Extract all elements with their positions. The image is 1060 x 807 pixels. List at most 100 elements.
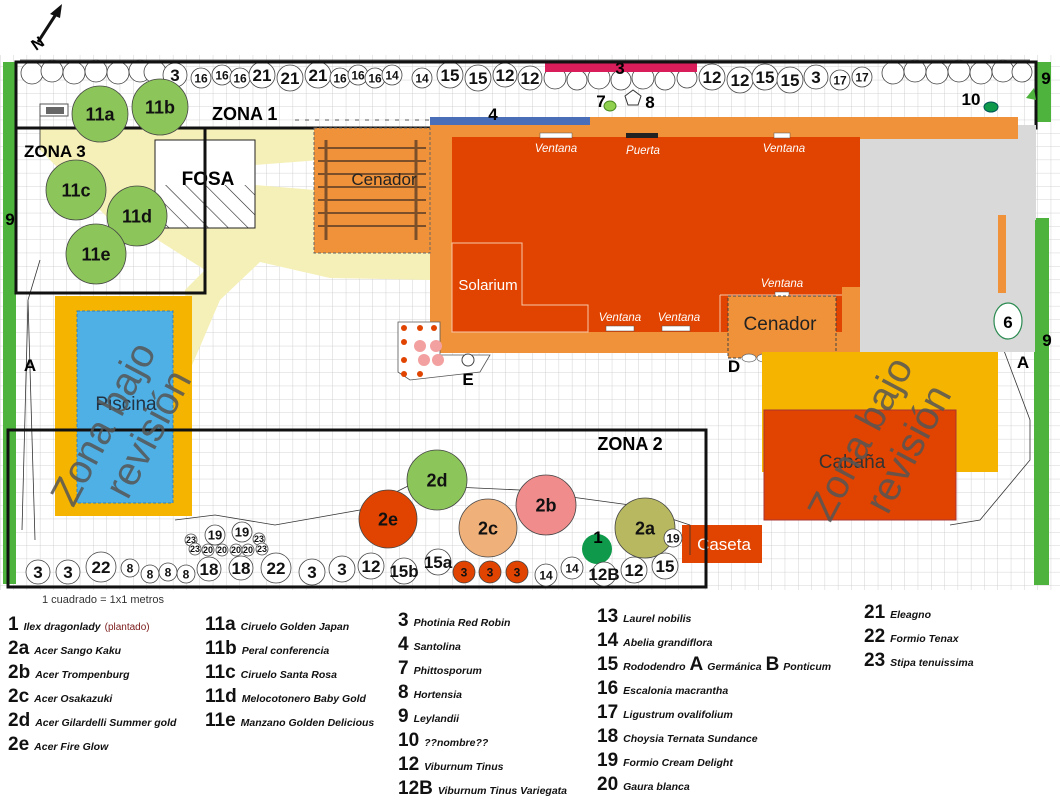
svg-text:Ventana: Ventana [658, 312, 700, 324]
label-a-left: A [24, 356, 36, 375]
legend-code: 7 [398, 658, 409, 679]
bottom-shrub: 3 [505, 560, 529, 584]
house-right-ext [842, 257, 860, 287]
top-shrub: 15 [464, 64, 492, 92]
top-shrub: 3 [803, 64, 829, 90]
bottom-shrub-label: 3 [337, 560, 346, 579]
driveway-gray-ext [1018, 125, 1036, 220]
bottom-shrub-label: 15 [656, 557, 675, 576]
bottom-shrub-label: 15a [424, 553, 453, 572]
legend-name: Formio Tenax [890, 633, 959, 645]
marker-1: 1 [593, 528, 602, 547]
cluster-plant: 23 [252, 532, 266, 546]
bottom-shrub: 8 [158, 562, 178, 582]
bottom-shrub-label: 12B [588, 565, 619, 584]
legend-item: 18 Choysia Ternata Sundance [597, 726, 758, 748]
bottom-shrub-label: 19 [666, 531, 680, 545]
legend-name: Manzano Golden Delicious [240, 717, 375, 729]
bottom-shrub-label: 3 [63, 563, 72, 582]
legend-code: 1 [8, 614, 19, 635]
cluster-plant: 20 [241, 543, 255, 557]
legend-name: Ilex dragonlady [23, 621, 101, 633]
legend-item: 10??nombre?? [398, 730, 488, 752]
bottom-shrub: 12B [588, 561, 620, 587]
top-shrub: 17 [851, 66, 873, 88]
top-shrub-label: 15 [441, 66, 460, 85]
top-shrub-label: 16 [333, 71, 347, 85]
legend-name: Photinia Red Robin [413, 617, 511, 629]
tree-t11b-label: 11b [145, 97, 175, 117]
legend-name: Acer Fire Glow [34, 741, 109, 753]
legend-code: 2e [8, 734, 30, 755]
hedge-right [1034, 218, 1049, 585]
north-arrow-icon: N [29, 4, 62, 54]
legend-code: 18 [597, 726, 619, 747]
top-shrub-label: 16 [368, 71, 382, 85]
cenador-left-label: Cenador [351, 170, 417, 189]
cenador-right-label: Cenador [744, 314, 818, 335]
top-shrub: 12 [698, 63, 726, 91]
legend-item: 14 Abelia grandiflora [597, 630, 712, 652]
top-shrub-label: 15 [469, 69, 488, 88]
top-shrub: 14 [381, 64, 403, 86]
legend-name: Formio Cream Delight [623, 757, 733, 769]
top-shrub-label: 12 [521, 69, 540, 88]
marker-3-top: 3 [615, 59, 624, 78]
legend-name: Choysia Ternata Sundance [623, 733, 758, 745]
top-shrub: 12 [492, 62, 518, 88]
bottom-shrub: 3 [328, 555, 356, 583]
bottom-shrub-label: 12 [362, 557, 381, 576]
legend-code: 20 [597, 774, 619, 795]
hedge-left [3, 62, 16, 584]
tree-t11d: 11d [106, 185, 168, 247]
legend-code: 19 [597, 750, 619, 771]
bottom-shrub-label: 14 [565, 561, 579, 575]
bottom-shrub: 3 [478, 560, 502, 584]
top-shrub-label: 21 [281, 69, 300, 88]
bottom-shrub: 3 [298, 558, 326, 586]
zona-2-label: ZONA 2 [597, 434, 662, 454]
legend-name: Stipa tenuissima [890, 657, 974, 669]
legend-item: 11d Melocotonero Baby Gold [205, 686, 366, 708]
legend-name: Peral conferencia [241, 645, 330, 657]
legend-code: 14 [597, 630, 619, 651]
tree-t2d-label: 2d [426, 470, 447, 490]
legend-name: Melocotonero Baby Gold [241, 693, 366, 705]
legend-code: 9 [398, 706, 409, 727]
top-shrub: 16 [190, 67, 212, 89]
tree-t11a: 11a [71, 85, 129, 143]
top-shrub: 15 [751, 63, 779, 91]
plant-6-mark [993, 302, 1023, 340]
tree-t2a: 2a [614, 497, 676, 559]
bottom-shrub: 22 [85, 551, 117, 583]
fosa-label: FOSA [182, 169, 235, 190]
legend-code: 23 [864, 650, 886, 671]
legend-variant-b-name: Ponticum [783, 661, 832, 673]
opening-labels: Ventana Puerta Ventana Ventana Ventana V… [535, 143, 805, 324]
bottom-shrub-label: 3 [461, 565, 468, 579]
legend-name: ??nombre?? [424, 737, 489, 749]
bottom-shrub: 15 [651, 552, 679, 580]
ilex-mark [582, 534, 612, 564]
bottom-shrub: 22 [260, 552, 292, 584]
top-shrub-row [20, 59, 1033, 91]
legend-code: 2b [8, 662, 31, 683]
legend-name: Abelia grandiflora [623, 637, 713, 649]
cenador-left [313, 127, 431, 254]
tree-t2b-label: 2b [535, 495, 556, 515]
label-e: E [462, 370, 473, 389]
marker-10: 10 [962, 90, 981, 109]
tree-t2c-label: 2c [478, 518, 498, 538]
legend-code: 11e [205, 710, 236, 731]
legend-name: Gaura blanca [623, 781, 690, 793]
tree-t2e: 2e [358, 489, 418, 549]
legend-code: 11d [205, 686, 237, 707]
legend-code: 21 [864, 602, 886, 623]
